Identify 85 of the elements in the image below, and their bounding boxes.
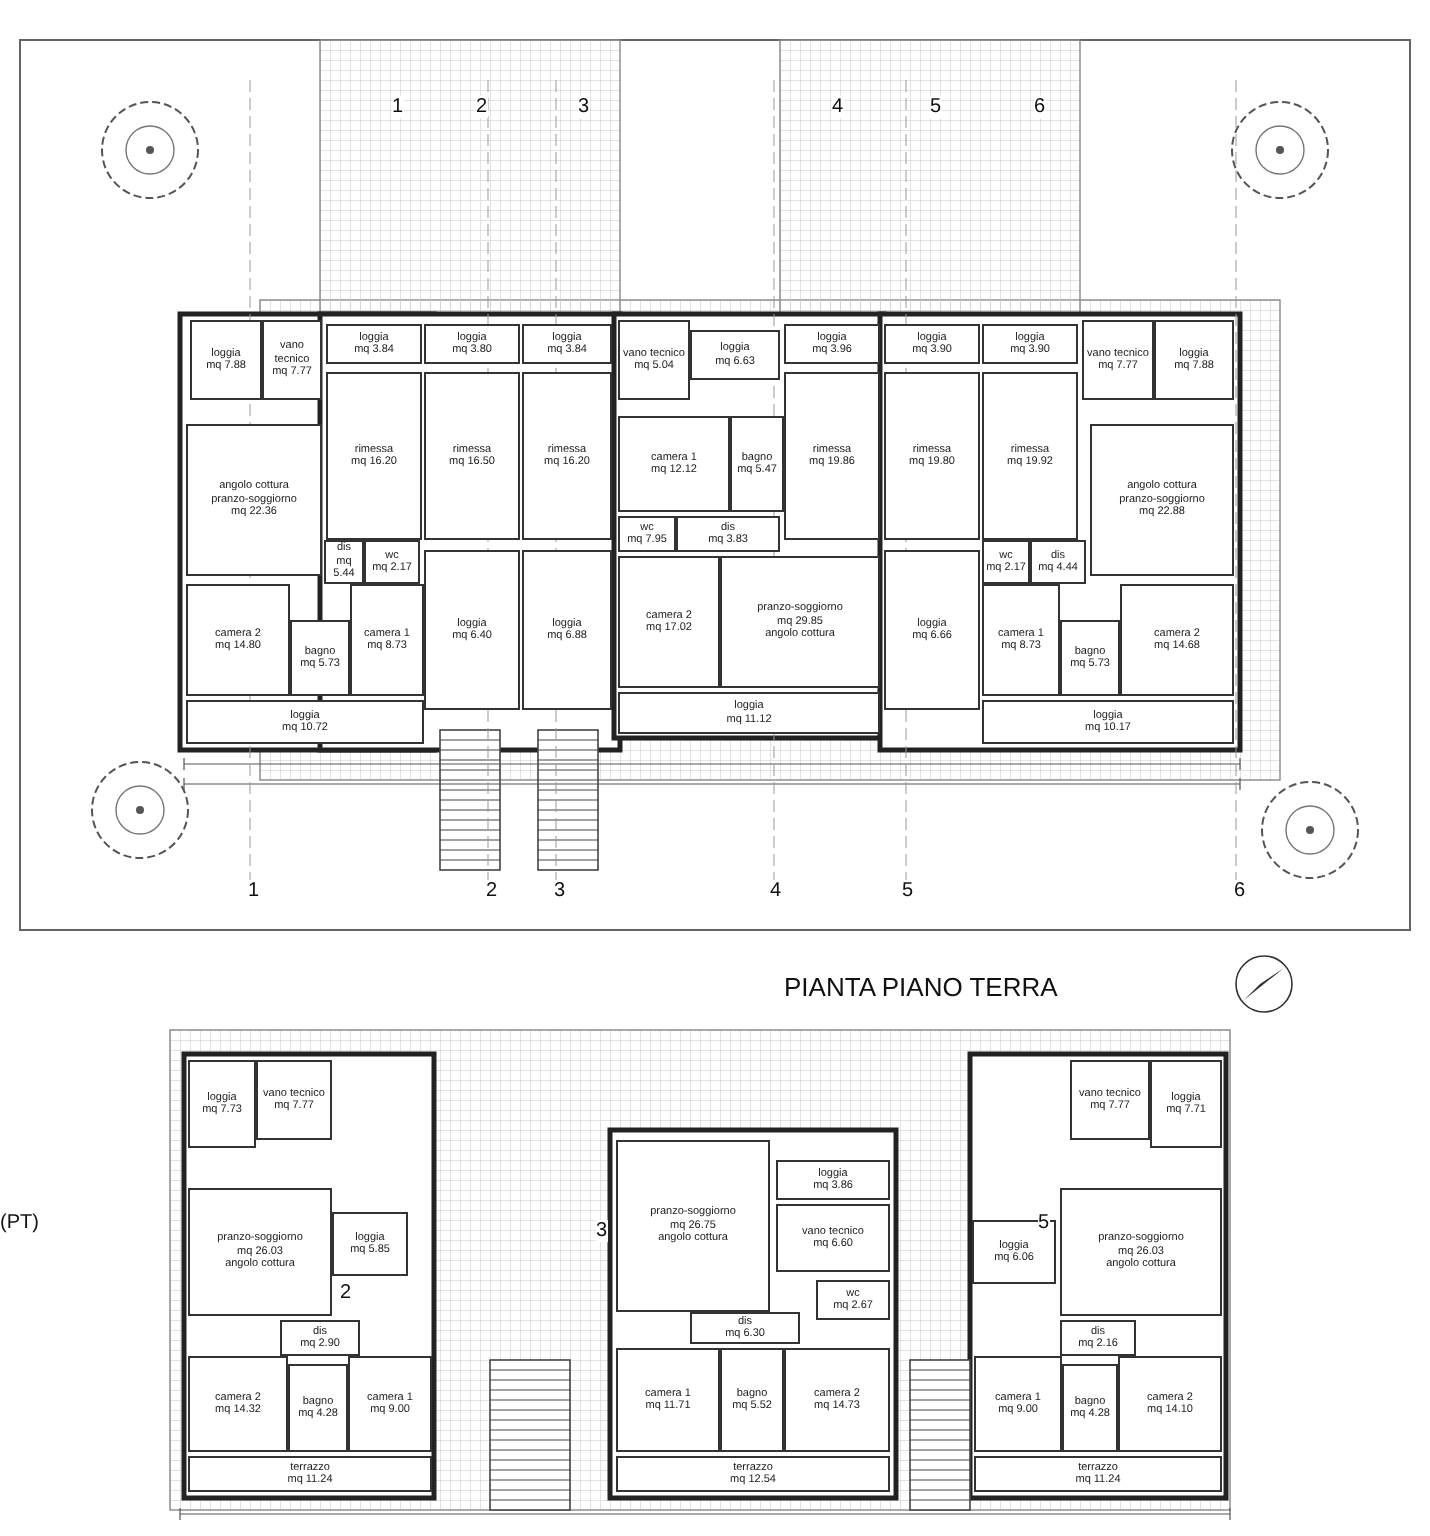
room-outline [522,550,612,710]
room-outline [618,516,676,552]
room-outline [690,1312,800,1344]
room-outline [424,372,520,540]
room-outline [974,1356,1062,1452]
room-outline [188,1188,332,1316]
room-outline [1154,320,1234,400]
room-outline [776,1160,890,1200]
room-outline [982,372,1078,540]
axis-number: 3 [596,1220,608,1242]
room-outline [326,324,422,364]
room-outline [424,550,520,710]
axis-number: 6 [1234,880,1246,902]
room-outline [326,372,422,540]
axis-number: (PT) [0,1212,39,1234]
room-outline [720,1348,784,1452]
room-outline [690,330,780,380]
room-outline [424,324,520,364]
room-outline [1090,424,1234,576]
axis-number: 2 [340,1282,352,1304]
room-outline [348,1356,432,1452]
room-outline [816,1280,890,1320]
room-outline [1120,584,1234,696]
room-outline [186,700,424,744]
axis-number: 4 [832,96,844,118]
room-outline [784,372,880,540]
room-outline [290,620,350,696]
room-outline [1060,1188,1222,1316]
room-outline [1060,1320,1136,1356]
room-outline [776,1204,890,1272]
axis-number: 6 [1034,96,1046,118]
room-outline [616,1456,890,1492]
room-outline [324,540,364,584]
room-outline [1060,620,1120,696]
axis-number: 4 [770,880,782,902]
room-outline [884,550,980,710]
room-outline [190,320,262,400]
room-outline [1062,1364,1118,1452]
room-outline [618,556,720,688]
room-outline [188,1456,432,1492]
room-outline [186,584,290,696]
axis-number: 2 [486,880,498,902]
room-outline [522,324,612,364]
room-outline [1082,320,1154,400]
axis-number: 5 [902,880,914,902]
room-outline [262,320,322,400]
room-outline [188,1060,256,1148]
room-outline [884,324,980,364]
room-outline [1070,1060,1150,1140]
axis-number: 3 [554,880,566,902]
room-outline [1118,1356,1222,1452]
room-outline [982,584,1060,696]
room-outline [676,516,780,552]
room-outline [982,700,1234,744]
room-outline [256,1060,332,1140]
room-outline [616,1348,720,1452]
axis-number: 5 [930,96,942,118]
axis-number: 1 [248,880,260,902]
axis-number: 1 [392,96,404,118]
room-outline [618,692,880,734]
room-outline [186,424,322,576]
axis-number: 3 [578,96,590,118]
room-outline [522,372,612,540]
room-outline [784,324,880,364]
room-outline [280,1320,360,1356]
room-outline [974,1456,1222,1492]
room-outline [1030,540,1086,584]
room-outline [618,320,690,400]
axis-number: 2 [476,96,488,118]
room-outline [288,1364,348,1452]
room-outline [332,1212,408,1276]
room-outline [188,1356,288,1452]
room-outline [730,416,784,512]
room-outline [784,1348,890,1452]
room-outline [616,1140,770,1312]
room-outline [982,540,1030,584]
room-outline [618,416,730,512]
axis-number: 5 [1038,1212,1050,1234]
room-outline [350,584,424,696]
room-outline [982,324,1078,364]
room-outline [720,556,880,688]
plan-title: PIANTA PIANO TERRA [784,972,1058,1002]
room-outline [1150,1060,1222,1148]
room-outline [364,540,420,584]
room-outline [884,372,980,540]
